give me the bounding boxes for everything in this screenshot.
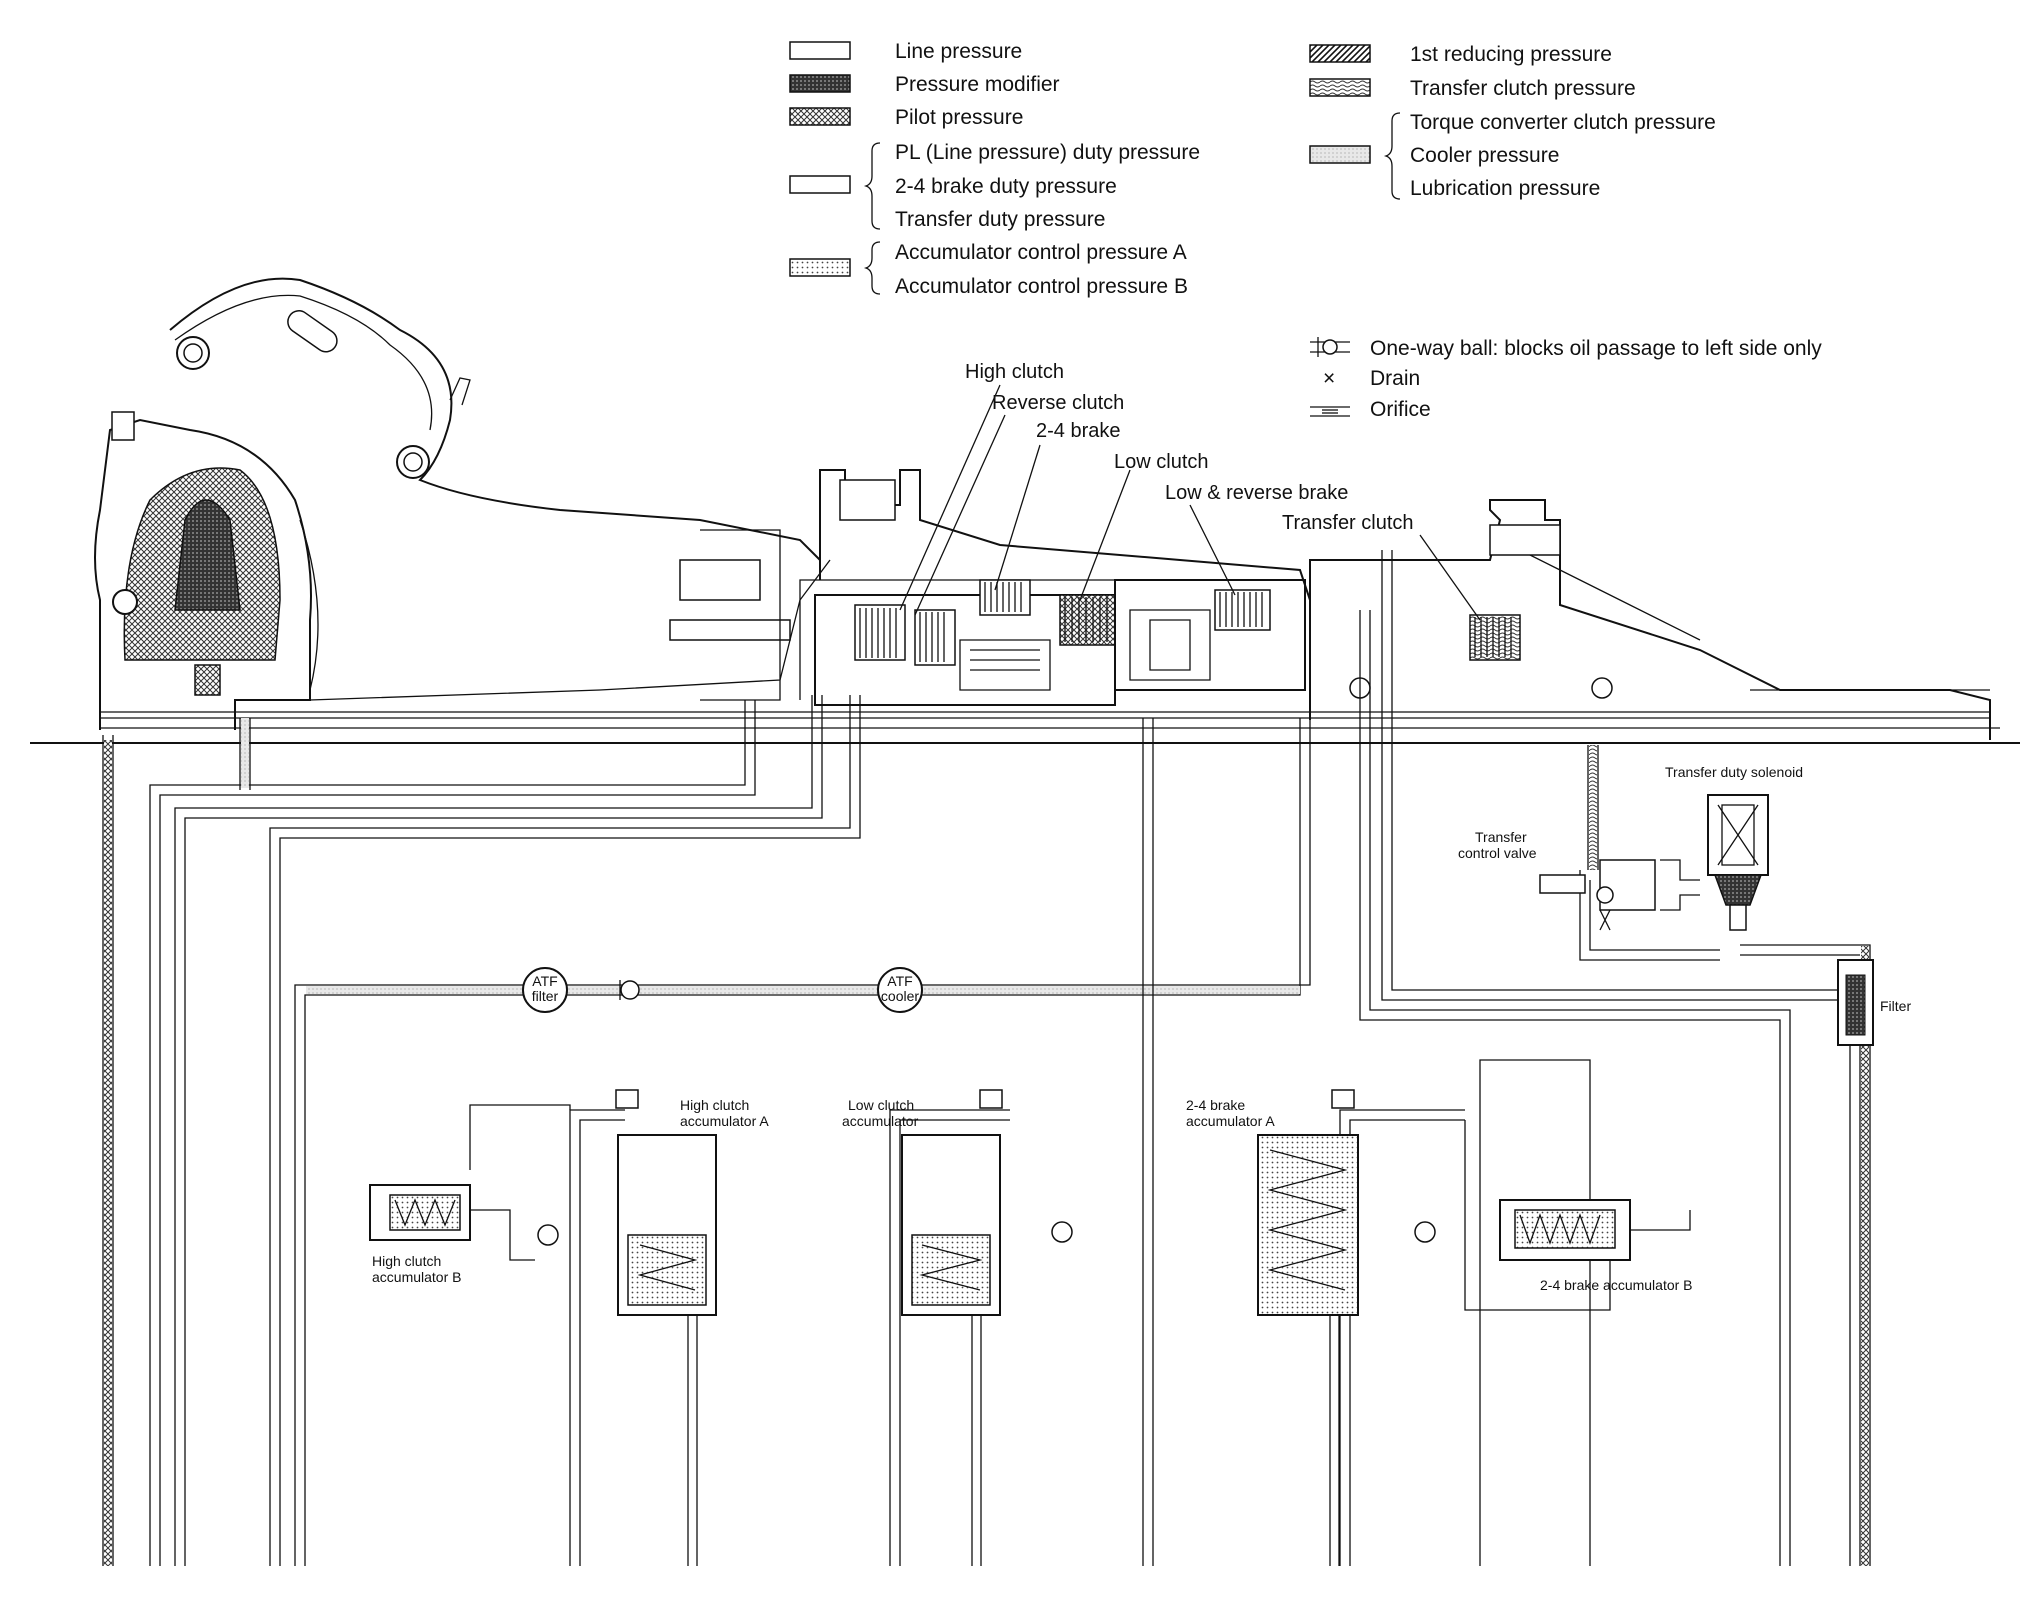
- symbol-drain-label: Drain: [1370, 367, 1420, 390]
- high-clutch-accumulator-b: [369, 1184, 559, 1261]
- transfer-clutch-pack: [1469, 614, 1521, 661]
- svg-text:cooler: cooler: [881, 988, 919, 1004]
- callout-leaders: [899, 384, 1481, 621]
- legend-brace: [863, 241, 881, 295]
- brake-acc-b-label: 2-4 brake accumulator B: [1540, 1277, 1693, 1293]
- high-clutch-acc-a-label-1: High clutch: [680, 1097, 749, 1113]
- atf-cooler: ATF cooler: [877, 967, 923, 1013]
- filter: [1837, 959, 1874, 1046]
- legend-swatch-pilot: [789, 107, 851, 126]
- legend: Line pressure Pressure modifier Pilot pr…: [789, 40, 1716, 298]
- legend-accum-b: Accumulator control pressure B: [895, 275, 1188, 298]
- callout-reverse-clutch: Reverse clutch: [992, 392, 1124, 414]
- low-clutch-acc-label-2: accumulator: [842, 1113, 919, 1129]
- high-clutch-acc-a-label-2: accumulator A: [680, 1113, 769, 1129]
- low-clutch-accumulator: [901, 1089, 1073, 1566]
- legend-torque-converter: Torque converter clutch pressure: [1410, 111, 1716, 134]
- legend-swatch-reducing: [1309, 44, 1371, 63]
- svg-text:filter: filter: [532, 988, 559, 1004]
- transfer-duty-solenoid-label: Transfer duty solenoid: [1665, 764, 1803, 780]
- legend-swatch-accum: [789, 258, 851, 277]
- legend-lubrication: Lubrication pressure: [1410, 177, 1600, 200]
- reverse-clutch-pack: [914, 609, 956, 666]
- legend-cooler: Cooler pressure: [1410, 144, 1559, 167]
- transfer-control-valve: [1539, 859, 1700, 931]
- legend-pilot-pressure: Pilot pressure: [895, 106, 1023, 129]
- brake-24-pack: [979, 579, 1031, 616]
- legend-transfer-clutch: Transfer clutch pressure: [1410, 77, 1636, 100]
- high-clutch-accumulator-a: [615, 1089, 717, 1566]
- callout-high-clutch: High clutch: [965, 361, 1064, 383]
- svg-text:ATF: ATF: [887, 973, 912, 989]
- orifice-icon: [1310, 406, 1350, 417]
- drain-icon: ×: [1323, 367, 1335, 390]
- transfer-duty-solenoid: [1707, 794, 1769, 931]
- callout-2-4-brake: 2-4 brake: [1036, 420, 1121, 442]
- legend-swatch-line: [789, 41, 851, 60]
- callout-transfer-clutch: Transfer clutch: [1282, 512, 1414, 534]
- high-clutch-pack: [854, 604, 906, 661]
- symbol-oneway-label: One-way ball: blocks oil passage to left…: [1370, 337, 1822, 360]
- one-way-ball-icon: [1310, 337, 1350, 357]
- legend-swatch-modifier: [789, 74, 851, 93]
- legend-swatch-transfer: [1309, 78, 1371, 97]
- legend-line-pressure: Line pressure: [895, 40, 1022, 63]
- legend-pl-duty: PL (Line pressure) duty pressure: [895, 141, 1200, 164]
- callout-low-reverse-brake: Low & reverse brake: [1165, 482, 1348, 504]
- atf-filter: ATF filter: [522, 967, 568, 1013]
- filter-label: Filter: [1880, 998, 1911, 1014]
- legend-swatch-converter: [1309, 145, 1371, 164]
- clutch-packs: [814, 579, 1613, 706]
- hydraulic-lines: [102, 550, 1871, 1566]
- low-clutch-pack: [1059, 594, 1116, 646]
- legend-24-duty: 2-4 brake duty pressure: [895, 175, 1117, 198]
- transfer-control-valve-label-2: control valve: [1458, 845, 1537, 861]
- brake-acc-a-label-1: 2-4 brake: [1186, 1097, 1245, 1113]
- transfer-control-valve-label-1: Transfer: [1475, 829, 1527, 845]
- brake-acc-a-label-2: accumulator A: [1186, 1113, 1275, 1129]
- high-clutch-acc-b-label-2: accumulator B: [372, 1269, 461, 1285]
- callout-low-clutch: Low clutch: [1114, 451, 1209, 473]
- brake-24-accumulator-a: [1257, 1089, 1359, 1566]
- svg-text:ATF: ATF: [532, 973, 557, 989]
- legend-accum-a: Accumulator control pressure A: [895, 241, 1187, 264]
- legend-brace: [1383, 112, 1401, 200]
- one-way-ball-icon: [619, 980, 640, 1000]
- symbol-orifice-label: Orifice: [1370, 398, 1431, 421]
- legend-transfer-duty: Transfer duty pressure: [895, 208, 1105, 231]
- high-clutch-acc-b-label-1: High clutch: [372, 1253, 441, 1269]
- brake-24-accumulator-b: [1414, 1199, 1691, 1261]
- legend-brace: [863, 142, 881, 230]
- symbol-key: One-way ball: blocks oil passage to left…: [1310, 337, 1822, 421]
- legend-1st-reducing: 1st reducing pressure: [1410, 43, 1612, 66]
- legend-pressure-modifier: Pressure modifier: [895, 73, 1060, 96]
- low-reverse-brake-pack: [1214, 589, 1271, 631]
- legend-swatch-duty: [789, 175, 851, 194]
- low-clutch-acc-label-1: Low clutch: [848, 1097, 914, 1113]
